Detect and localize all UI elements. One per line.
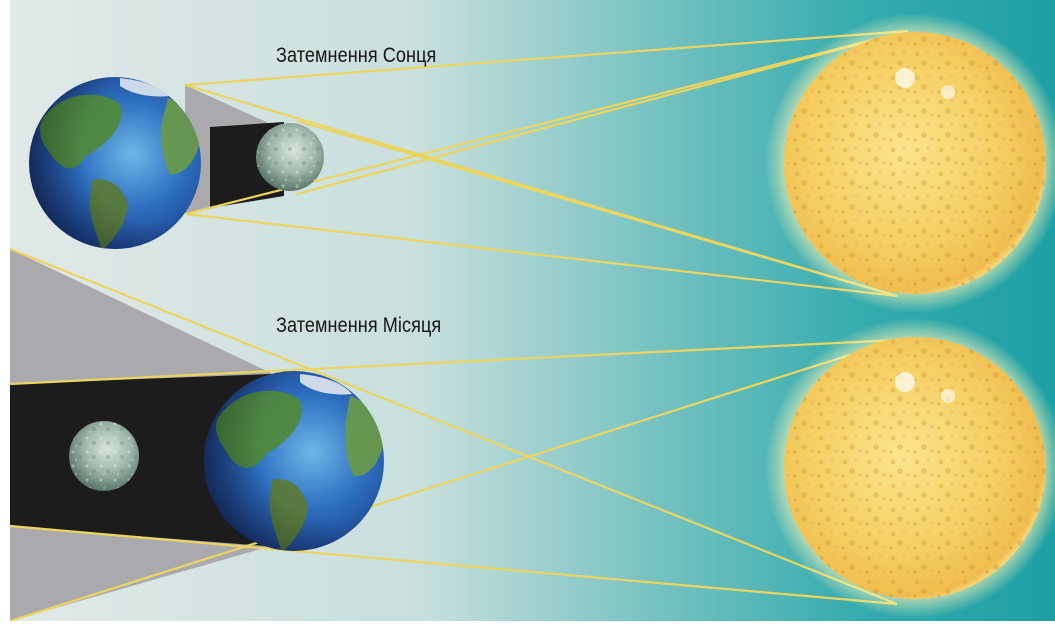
solar-eclipse-label: Затемнення Сонця — [276, 44, 437, 67]
lunar-light-rays — [9, 247, 898, 623]
left-border — [0, 0, 10, 621]
earth-globe-icon — [204, 371, 384, 551]
moon-icon — [256, 123, 324, 191]
sun-icon — [765, 13, 1055, 313]
lunar-eclipse-label: Затемнення Місяця — [276, 314, 442, 337]
sun-icon — [765, 318, 1055, 618]
moon-icon — [69, 421, 139, 491]
earth-globe-icon — [29, 77, 201, 249]
